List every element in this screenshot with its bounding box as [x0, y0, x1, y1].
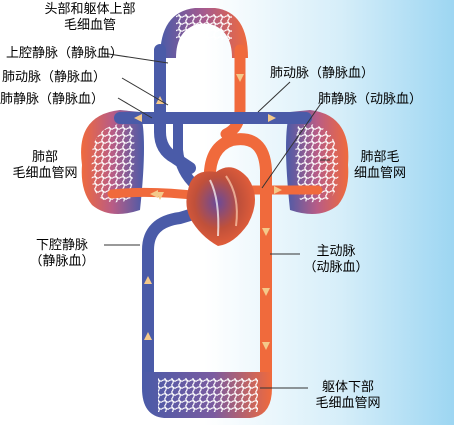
- leader-lines: [101, 52, 330, 389]
- left-lung-capillary-net: [81, 110, 144, 214]
- pulmonary-artery-left-label: 肺动脉（静脉血）: [2, 70, 107, 85]
- heart: [186, 167, 255, 246]
- right-lung-line2: 细血管网: [353, 166, 406, 181]
- head-capillaries-line1: 头部和躯体上部: [44, 2, 136, 17]
- lower-capillaries-line2: 毛细血管网: [315, 396, 381, 411]
- lower-capillaries-label: 躯体下部 毛细血管网: [306, 380, 390, 412]
- inferior-vena-cava-line1: 下腔静脉: [35, 238, 88, 253]
- left-lung-label: 肺部 毛细血管网: [4, 150, 86, 182]
- lower-capillary-net: [142, 372, 272, 418]
- right-lung-line1: 肺部毛: [360, 150, 400, 165]
- aorta-line2: （动脉血）: [303, 260, 369, 275]
- left-lung-line1: 肺部: [31, 150, 58, 165]
- right-lung-capillary-net: [286, 110, 349, 214]
- head-capillaries-line2: 毛细血管: [63, 18, 116, 33]
- pulmonary-artery-right-label: 肺动脉（静脉血）: [270, 66, 375, 81]
- superior-vena-cava-label: 上腔静脉（静脉血）: [6, 46, 124, 61]
- pulmonary-vein-right-label: 肺静脉（动脉血）: [318, 92, 423, 107]
- left-lung-line2: 毛细血管网: [12, 166, 78, 181]
- head-capillary-net: [160, 8, 248, 58]
- head-capillaries-label: 头部和躯体上部 毛细血管: [30, 2, 150, 34]
- inferior-vena-cava-line2: （静脉血）: [29, 254, 95, 269]
- aorta-label: 主动脉 （动脉血）: [296, 244, 376, 276]
- right-lung-label: 肺部毛 细血管网: [344, 150, 416, 182]
- aorta-line1: 主动脉: [316, 244, 356, 259]
- pulmonary-vein-left-label: 肺静脉（静脉血）: [0, 92, 105, 107]
- lower-capillaries-line1: 躯体下部: [321, 380, 374, 395]
- inferior-vena-cava-label: 下腔静脉 （静脉血）: [20, 238, 104, 270]
- inferior-vena-cava-vessel: [142, 206, 206, 386]
